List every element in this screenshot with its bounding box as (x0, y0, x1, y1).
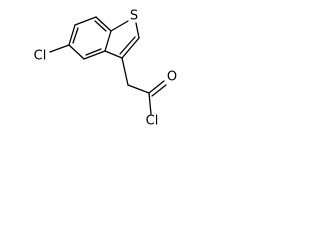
atom-label-sulfur: S (130, 9, 138, 24)
double-bond-c-o (151, 84, 167, 97)
bond-c6-c5 (68, 24, 76, 46)
bond-c3-ch2 (121, 57, 129, 86)
atom-label-chlorine-ring: Cl (34, 49, 47, 64)
bond-c7-c6 (74, 16, 97, 26)
bond-c-cl (148, 92, 152, 115)
benzene-ring (68, 16, 112, 60)
bond-c-o (148, 80, 165, 94)
thiophene-ring (104, 20, 140, 59)
substituents (49, 44, 167, 115)
bond-c3-c3a (104, 50, 123, 59)
chemical-structure-diagram: S Cl O Cl (34, 9, 177, 129)
double-bond-c2-c3 (119, 36, 136, 55)
atom-label-chlorine-acyl: Cl (146, 114, 159, 129)
bond-c4-c3a (83, 50, 106, 60)
bond-c2-c3 (121, 37, 140, 59)
double-bond-c6-c5 (72, 27, 79, 44)
bond-ch2-co (127, 84, 150, 94)
bond-c7a-s (110, 20, 129, 32)
bond-c5-c4 (68, 44, 85, 60)
bond-c7a-c7 (95, 16, 112, 32)
atom-label-oxygen: O (167, 70, 177, 85)
bond-c3a-c7a (104, 30, 112, 52)
bond-c5-cl (49, 44, 70, 53)
bond-s-c2 (135, 22, 140, 39)
double-bond-c7a-c7 (94, 20, 107, 32)
double-bond-c4-c3a (85, 48, 102, 56)
